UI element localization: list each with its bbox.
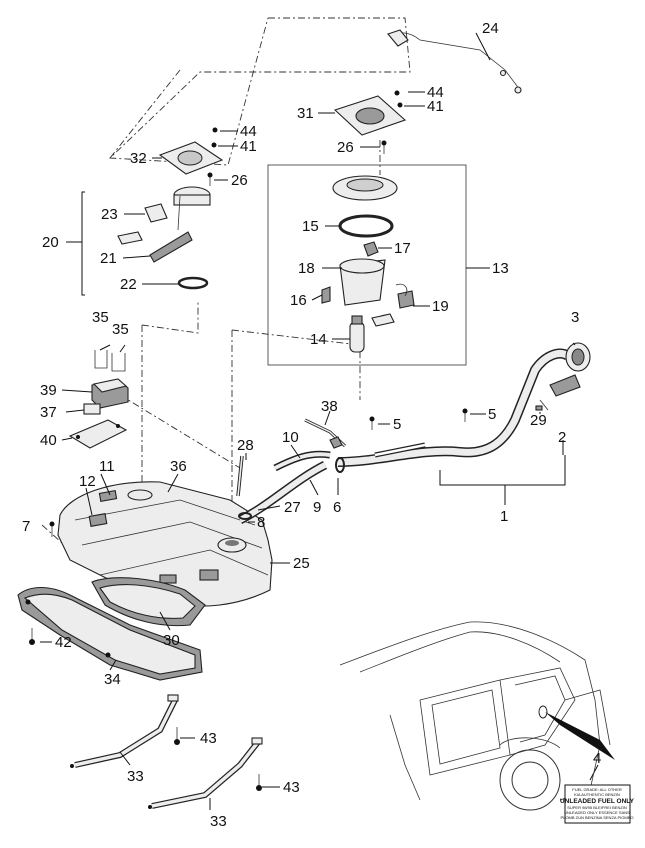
label-26-left: 26 [231,172,248,189]
part-24-hose [387,29,522,94]
hoses [236,418,347,525]
label-10: 10 [282,429,299,446]
bolt-5-icons [369,408,468,430]
label-21: 21 [100,250,117,267]
part-31-cover-plate [333,90,407,136]
canister-parts [68,350,129,449]
pump-assembly-box [267,164,467,366]
filler-neck [337,342,591,467]
label-26-right: 26 [337,139,354,156]
label-27: 27 [284,499,301,516]
label-12: 12 [79,473,96,490]
bolt-7-icon [49,521,55,537]
label-25: 25 [293,555,310,572]
leader-lines [40,32,599,810]
label-44-right: 44 [427,84,444,101]
label-17: 17 [394,240,411,257]
fuel-label-headline: UNLEADED FUEL ONLY [560,798,635,805]
label-23: 23 [101,206,118,223]
label-43-upper: 43 [200,730,217,747]
pump-assembly-parts [321,175,415,353]
label-41-right: 41 [427,98,444,115]
label-35-a: 35 [92,309,109,326]
label-38: 38 [321,398,338,415]
label-41-left: 41 [240,138,257,155]
label-2: 2 [558,429,566,446]
label-6: 6 [333,499,341,516]
label-7: 7 [22,518,30,535]
label-16: 16 [290,292,307,309]
under-cover-34 [17,586,203,681]
label-1: 1 [500,508,508,525]
fuel-tank [57,481,273,607]
label-43-lower: 43 [283,779,300,796]
label-33-upper: 33 [127,768,144,785]
label-20: 20 [42,234,59,251]
label-33-lower: 33 [210,813,227,830]
label-28: 28 [237,437,254,454]
fuel-label-line3: SUPER 98/95 BLEIFREI BENZIN [567,805,627,810]
fuel-label-line2: KIA AUTHENTIC BENZIN [574,792,620,797]
label-8: 8 [257,514,265,531]
label-13: 13 [492,260,509,277]
label-34: 34 [104,671,121,688]
fuel-label-line4: UNLEADED ONLY ESSENCE SANS [564,810,630,815]
label-14: 14 [310,331,327,348]
label-24: 24 [482,20,499,37]
label-39: 39 [40,382,57,399]
screw-26-icons [207,140,387,186]
assembly-dashed-lines [41,17,411,551]
label-5-left: 5 [393,416,401,433]
label-4: 4 [593,750,601,767]
strap-33-upper [70,694,179,768]
label-9: 9 [313,499,321,516]
label-18: 18 [298,260,315,277]
label-40: 40 [40,432,57,449]
label-3: 3 [571,309,579,326]
strap-33-lower [148,737,263,809]
bolt-43-icons [174,727,262,791]
car-illustration [339,621,615,811]
label-37: 37 [40,404,57,421]
label-22: 22 [120,276,137,293]
bolt-42-icon [29,628,35,645]
part-number-labels: 24 44 41 31 44 41 32 26 26 23 20 21 22 1… [22,20,601,830]
label-11: 11 [99,458,115,475]
fuel-label-4: FUEL GRADE: ALL OTHER KIA AUTHENTIC BENZ… [560,784,635,824]
label-32: 32 [130,150,147,167]
label-29: 29 [530,412,547,429]
label-44-left: 44 [240,123,257,140]
label-35-b: 35 [112,321,129,338]
label-15: 15 [302,218,319,235]
part-20-group [81,186,211,296]
label-5-right: 5 [488,406,496,423]
fuel-label-line1: FUEL GRADE: ALL OTHER [572,787,622,792]
part-32-cover-plate [158,127,224,175]
label-30: 30 [163,632,180,649]
heat-shield-30 [91,577,206,627]
label-19: 19 [432,298,449,315]
label-36: 36 [170,458,187,475]
label-42: 42 [55,634,72,651]
label-31: 31 [297,105,314,122]
fuel-label-line5: PLOMB ZUN BENZINA SENZA PIOMBO [561,815,634,820]
